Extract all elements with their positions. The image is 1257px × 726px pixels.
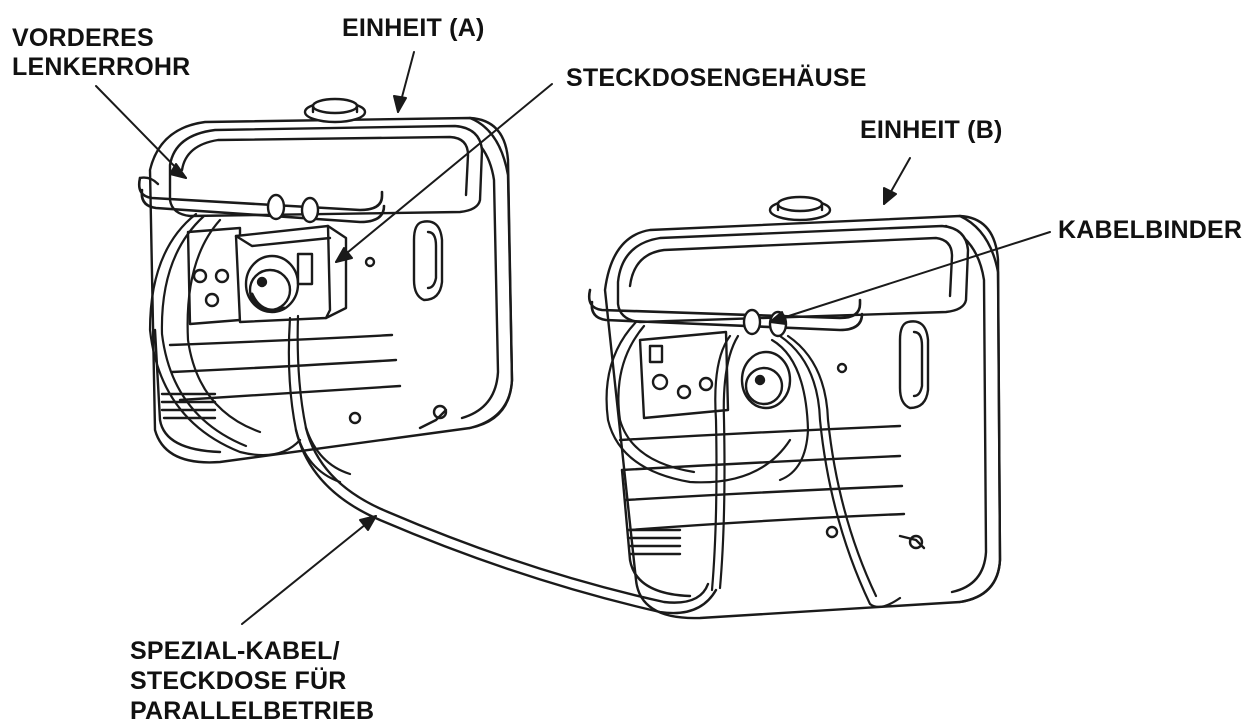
label-einheit-a: EINHEIT (A) <box>342 14 485 42</box>
parallel-cables <box>148 212 902 615</box>
label-steckdosengehaeuse: STECKDOSENGEHÄUSE <box>566 64 867 92</box>
label-vorderes-lenkerrohr: VORDERES LENKERROHR <box>12 24 190 82</box>
label-line: LENKERROHR <box>12 53 191 81</box>
generator-unit-b <box>603 195 1002 620</box>
label-kabelbinder: KABELBINDER <box>1058 216 1243 244</box>
label-line: VORDERES <box>12 24 154 52</box>
outlet-box-a <box>234 224 348 324</box>
label-line: STECKDOSE FÜR <box>130 667 347 695</box>
leader-lines <box>95 51 1051 625</box>
label-spezial-kabel: SPEZIAL-KABEL/ STECKDOSE FÜR PARALLELBET… <box>130 636 374 726</box>
label-line: SPEZIAL-KABEL/ <box>130 637 340 665</box>
front-handlebar-b <box>587 288 864 338</box>
label-einheit-b: EINHEIT (B) <box>860 116 1003 144</box>
label-line: PARALLELBETRIEB <box>130 697 375 725</box>
front-handlebar-a <box>137 176 386 224</box>
